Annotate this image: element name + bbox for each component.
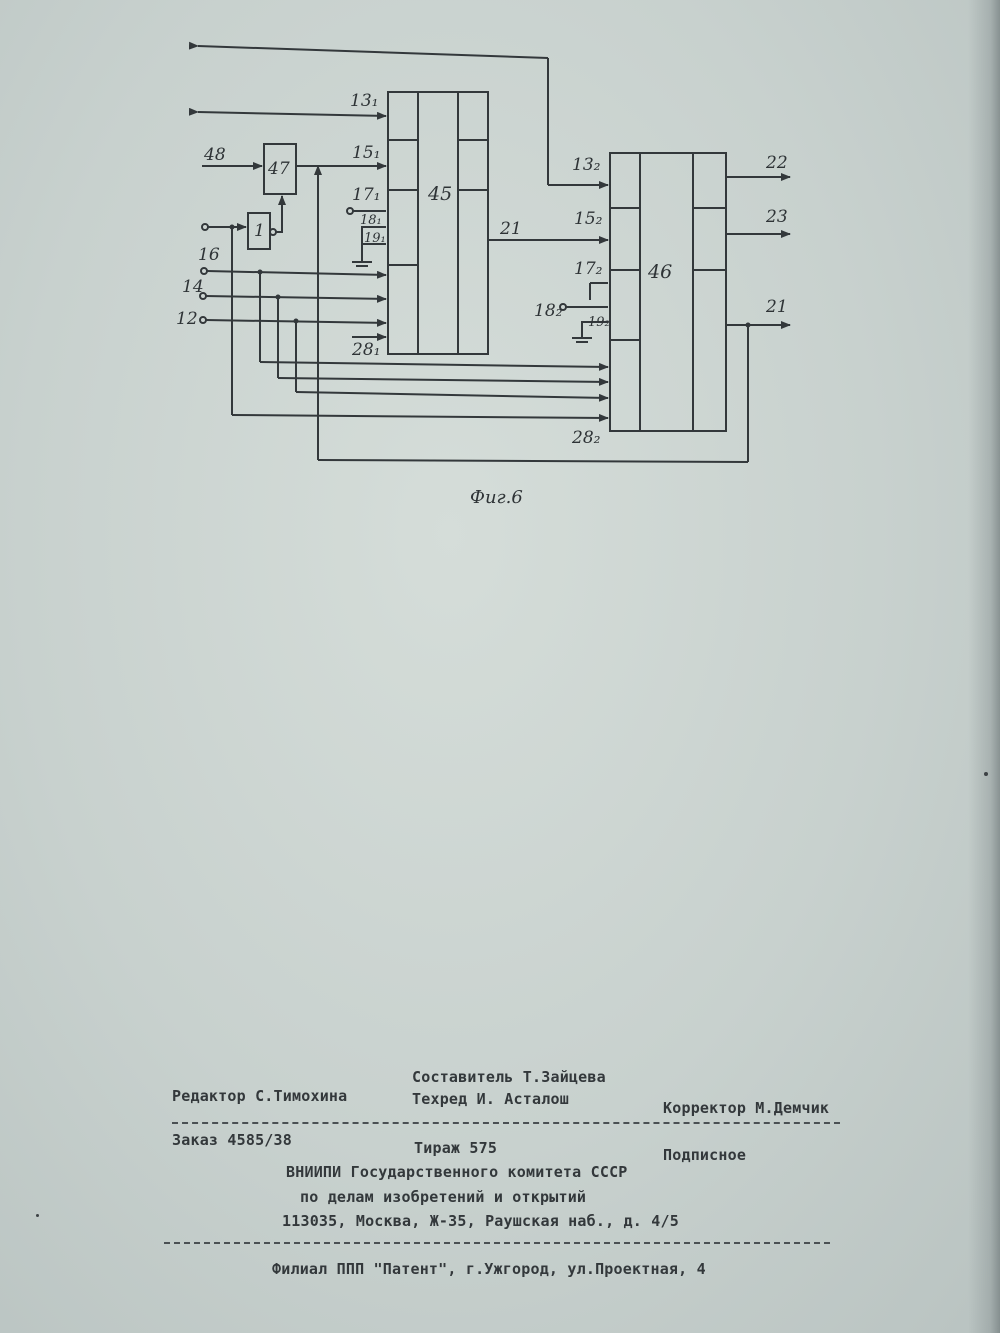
label-28-1: 28₁: [351, 340, 380, 360]
organization-line-2: по делам изобретений и открытий: [300, 1188, 587, 1206]
editor-line: Редактор С.Тимохина: [172, 1087, 348, 1105]
label-18-1: 18₁: [360, 213, 382, 228]
circuit-diagram: 45 46 47 1 48 16 14 12 13₁ 15₁ 17₁ 18₁ 1…: [176, 41, 791, 508]
block-46: [609, 152, 727, 432]
paper-speck: [984, 772, 988, 776]
label-16: 16: [198, 245, 220, 265]
divider-bottom: [164, 1242, 830, 1244]
label-13-1: 13₁: [350, 91, 378, 111]
page-edge-shadow: [968, 0, 1000, 1333]
block-45-label: 45: [427, 183, 452, 205]
label-15-1: 15₁: [352, 143, 380, 163]
block-47: [263, 143, 297, 195]
label-17-1: 17₁: [352, 185, 380, 205]
label-19-2: 19₂: [588, 315, 610, 330]
wire-1-to-47: [276, 195, 286, 233]
terminal-16: [200, 267, 208, 275]
block-47-label: 47: [267, 159, 290, 179]
paper-speck: [36, 1214, 39, 1217]
inverter-bubble: [269, 228, 277, 236]
ground-2: [559, 303, 608, 343]
techred-line: Техред И. Асталош: [412, 1090, 569, 1108]
address-line: 113035, Москва, Ж-35, Раушская наб., д. …: [282, 1212, 679, 1230]
label-18-2: 18₂: [534, 301, 563, 321]
organization-line-1: ВНИИПИ Государственного комитета СССР: [286, 1163, 628, 1181]
top-bus-wire: [188, 41, 609, 189]
label-14: 14: [182, 277, 204, 297]
label-15-2: 15₂: [574, 209, 603, 229]
branch-wires: [231, 269, 609, 422]
subscription-line: Подписное: [663, 1146, 747, 1164]
label-out-22: 22: [765, 153, 788, 173]
bus-13-1-wire: [188, 107, 387, 120]
figure-caption: Фиг.6: [470, 487, 523, 508]
label-13-2: 13₂: [572, 155, 601, 175]
block-1-label: 1: [254, 221, 265, 241]
label-17-2: 17₂: [574, 259, 603, 279]
divider-top: [172, 1122, 840, 1124]
label-28-2: 28₂: [571, 428, 601, 448]
terminal-17-1: [346, 207, 354, 215]
block-45: [387, 91, 489, 355]
terminal-12: [199, 316, 207, 324]
compiler-line: Составитель Т.Зайцева: [412, 1068, 606, 1086]
label-out-21: 21: [765, 297, 788, 317]
circulation-line: Тираж 575: [414, 1139, 498, 1157]
branch-line: Филиал ППП "Патент", г.Ужгород, ул.Проек…: [272, 1260, 706, 1278]
label-48: 48: [203, 145, 226, 165]
order-line: Заказ 4585/38: [172, 1131, 292, 1149]
label-12: 12: [176, 309, 198, 329]
label-19-1: 19₁: [364, 231, 386, 246]
label-21-link: 21: [499, 219, 522, 239]
corrector-line: Корректор М.Демчик: [663, 1099, 830, 1117]
label-out-23: 23: [765, 207, 788, 227]
feedback-wire: [314, 165, 751, 463]
input-terminal: [201, 223, 209, 231]
block-46-label: 46: [647, 261, 672, 283]
ground-1: [352, 226, 386, 267]
